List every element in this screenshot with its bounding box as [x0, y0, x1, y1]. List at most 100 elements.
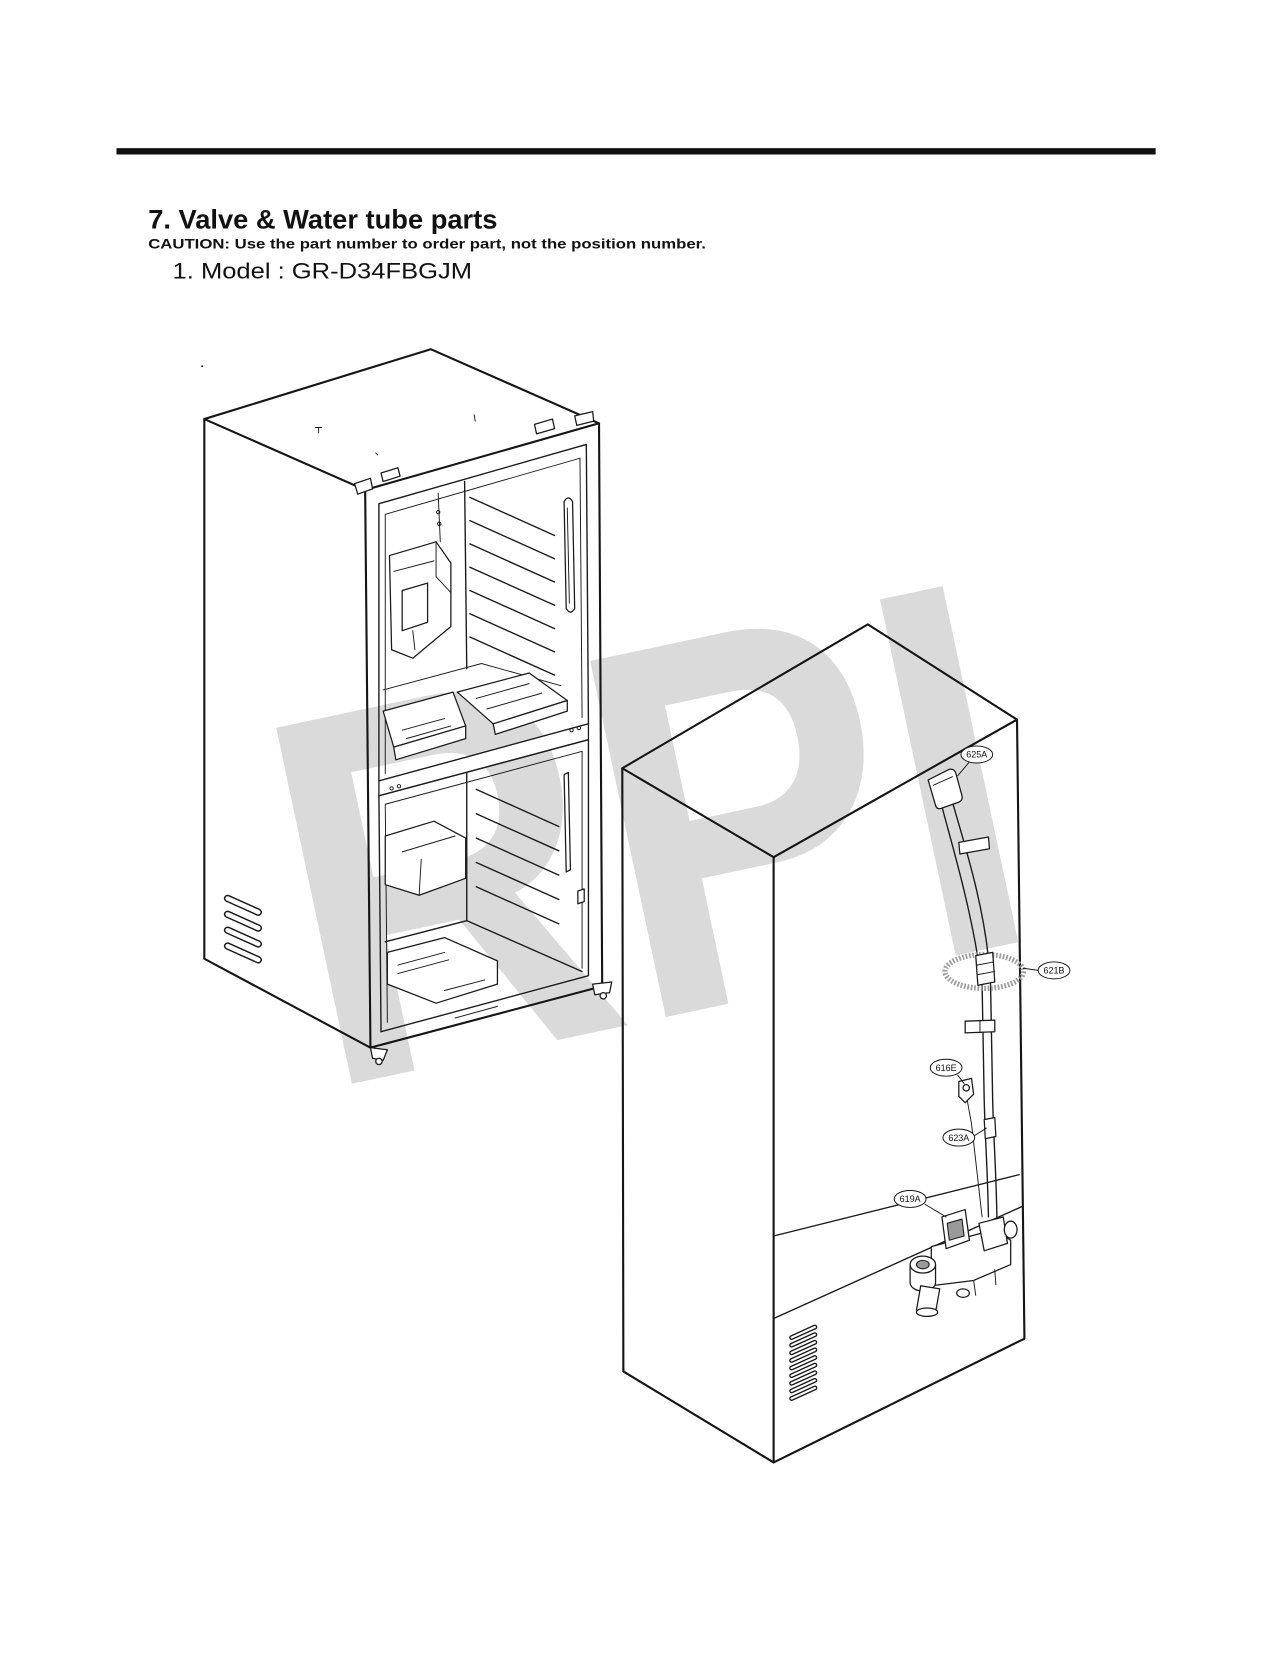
tube-connector-625a	[927, 768, 963, 810]
callout-623a: 623A	[942, 1127, 987, 1147]
vent-slot-inner	[790, 1341, 816, 1354]
icemaker-screw	[436, 510, 441, 515]
cabinet-top-face	[203, 348, 601, 492]
mullion-screw	[576, 725, 582, 731]
front-frame-label	[454, 1005, 498, 1019]
valve-outlet-bore	[915, 1259, 930, 1270]
mullion-screw	[569, 728, 574, 733]
callout-616e: 616E	[929, 1058, 965, 1085]
lamp-cover-line	[566, 507, 570, 604]
wall-rib	[469, 543, 556, 583]
vent-slot-inner	[225, 896, 261, 915]
water-tube-lower-b	[989, 983, 998, 1218]
callout-619a: 619A	[893, 1190, 947, 1218]
stray-mark	[201, 365, 204, 368]
callout-label: 623A	[948, 1133, 969, 1143]
wall-rib	[475, 813, 560, 852]
union-details	[976, 961, 996, 976]
wall-rib	[475, 788, 560, 828]
vent-slot-inner	[790, 1356, 816, 1370]
rear-back-panel	[772, 718, 1026, 1464]
callout-bubble	[960, 745, 994, 764]
freezer-side-rail	[563, 771, 572, 873]
freezer-drawer	[386, 936, 499, 1004]
callout-leader	[974, 1127, 987, 1136]
vent-slot-inner	[790, 1325, 816, 1339]
mullion-screw	[396, 784, 402, 789]
wall-rib	[469, 636, 556, 676]
vent-slot-inner	[225, 927, 261, 947]
icemaker-details	[393, 541, 452, 651]
freezer-side-clip	[577, 888, 585, 905]
ice-bin	[384, 820, 467, 896]
top-tab	[533, 418, 556, 435]
callout-leader	[957, 1074, 965, 1085]
valve-outlet-right	[1003, 1220, 1018, 1239]
callout-label: 619A	[900, 1194, 921, 1204]
callout-label: 621B	[1044, 966, 1065, 976]
water-valve-619a	[909, 1208, 1018, 1318]
tube-clamp-upper	[958, 836, 991, 855]
hinge-block	[380, 467, 401, 483]
callout-bubble	[1037, 961, 1071, 980]
icemaker-screw	[437, 521, 442, 526]
vent-slot-inner	[225, 943, 261, 963]
wall-rib	[475, 861, 560, 901]
machine-room-vent	[789, 1324, 818, 1401]
vent-slot-inner	[225, 912, 261, 931]
callout-label: 616E	[936, 1063, 957, 1073]
wall-rib	[469, 613, 556, 653]
valve-bracket-lines	[973, 1269, 997, 1296]
callout-leader	[957, 761, 970, 777]
solenoid-coil	[946, 1218, 965, 1241]
vent-slot-inner	[790, 1386, 816, 1400]
callout-625a: 625A	[957, 745, 994, 777]
wall-rib	[469, 496, 556, 537]
crisper-right-slots	[475, 683, 543, 710]
callout-621b: 621B	[1022, 961, 1071, 980]
rear-side-face	[621, 767, 775, 1464]
callout-bubble	[893, 1190, 927, 1208]
header-rule	[116, 148, 1156, 155]
holder-screw	[962, 1084, 971, 1092]
icemaker-wire	[437, 492, 441, 543]
freezer-inner-edges	[384, 771, 583, 973]
callout-bubble	[929, 1058, 963, 1077]
foot-roller-left	[375, 1057, 383, 1066]
callout-leader	[924, 1203, 947, 1218]
section-title: 7. Valve & Water tube parts	[148, 205, 497, 235]
water-tube-lower-a	[981, 983, 990, 1218]
tube-fitting-623a	[983, 1116, 997, 1140]
leveling-foot-left	[369, 1047, 389, 1061]
vent-slot-inner	[790, 1364, 816, 1377]
interior-lamp-cover	[563, 497, 576, 613]
crisper-right-front	[492, 699, 568, 736]
hinge-left-top	[353, 477, 374, 495]
vent-slot-inner	[790, 1371, 816, 1385]
refrigerator-front-view	[201, 348, 613, 1066]
freezer-opening	[378, 739, 590, 1033]
ice-bin-details	[401, 835, 456, 896]
callout-label: 625A	[966, 750, 987, 760]
side-vent-slots	[223, 894, 262, 964]
wall-rib	[475, 886, 560, 925]
caution-note: CAUTION: Use the part number to order pa…	[148, 237, 706, 253]
valve-wire	[966, 1100, 983, 1218]
wall-rib	[475, 837, 560, 876]
model-label: 1. Model : GR-D34FBGJM	[173, 258, 472, 283]
refrigerator-rear-view: 625A 621B 616E 623A 619A	[621, 623, 1071, 1464]
cabinet-left-side	[203, 417, 372, 1049]
fresh-food-frame-depth	[384, 457, 583, 775]
callout-bubble	[942, 1128, 976, 1147]
leveling-foot-right	[592, 981, 613, 996]
mullion-screw	[389, 786, 394, 791]
top-marks	[314, 414, 476, 456]
water-tube-upper-a	[941, 805, 979, 959]
vent-slot-inner	[790, 1333, 816, 1347]
wall-rib	[469, 566, 556, 606]
tube-union-621b	[975, 951, 996, 986]
valve-solenoid-right	[978, 1216, 1009, 1252]
fresh-food-wall-ribs	[469, 496, 556, 676]
freezer-wall-ribs	[475, 788, 560, 925]
